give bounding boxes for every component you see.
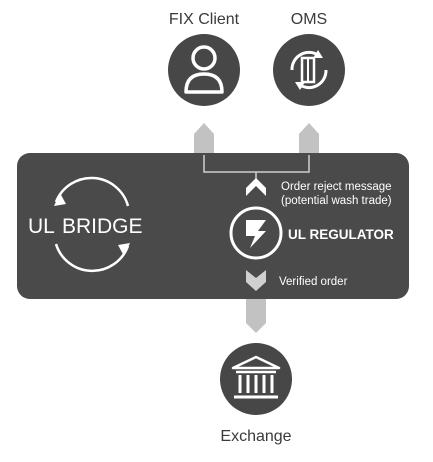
cycle-arrows-icon: [54, 176, 130, 273]
bridge-prefix: UL: [28, 215, 55, 238]
oms-refresh-icon: [273, 34, 345, 106]
exchange-label: Exchange: [220, 428, 291, 445]
user-icon: [168, 34, 240, 106]
regulator-name: UL REGULATOR: [288, 227, 394, 242]
reject-arrow-icon: [246, 178, 266, 196]
reject-message-line1: Order reject message: [281, 181, 392, 193]
bridge-name: BRIDGE: [62, 215, 143, 238]
verified-label: Verified order: [279, 276, 348, 288]
connector-oms: [299, 123, 319, 155]
connector-exchange: [246, 299, 266, 333]
bank-building-icon: [220, 343, 292, 415]
verified-arrow-icon: [246, 270, 266, 291]
fix-client-label: FIX Client: [169, 11, 240, 28]
connector-fix-client: [194, 123, 214, 155]
regulator-shield-icon: [229, 206, 283, 260]
reject-message-line2: (potential wash trade): [281, 195, 392, 207]
oms-label: OMS: [291, 11, 327, 28]
